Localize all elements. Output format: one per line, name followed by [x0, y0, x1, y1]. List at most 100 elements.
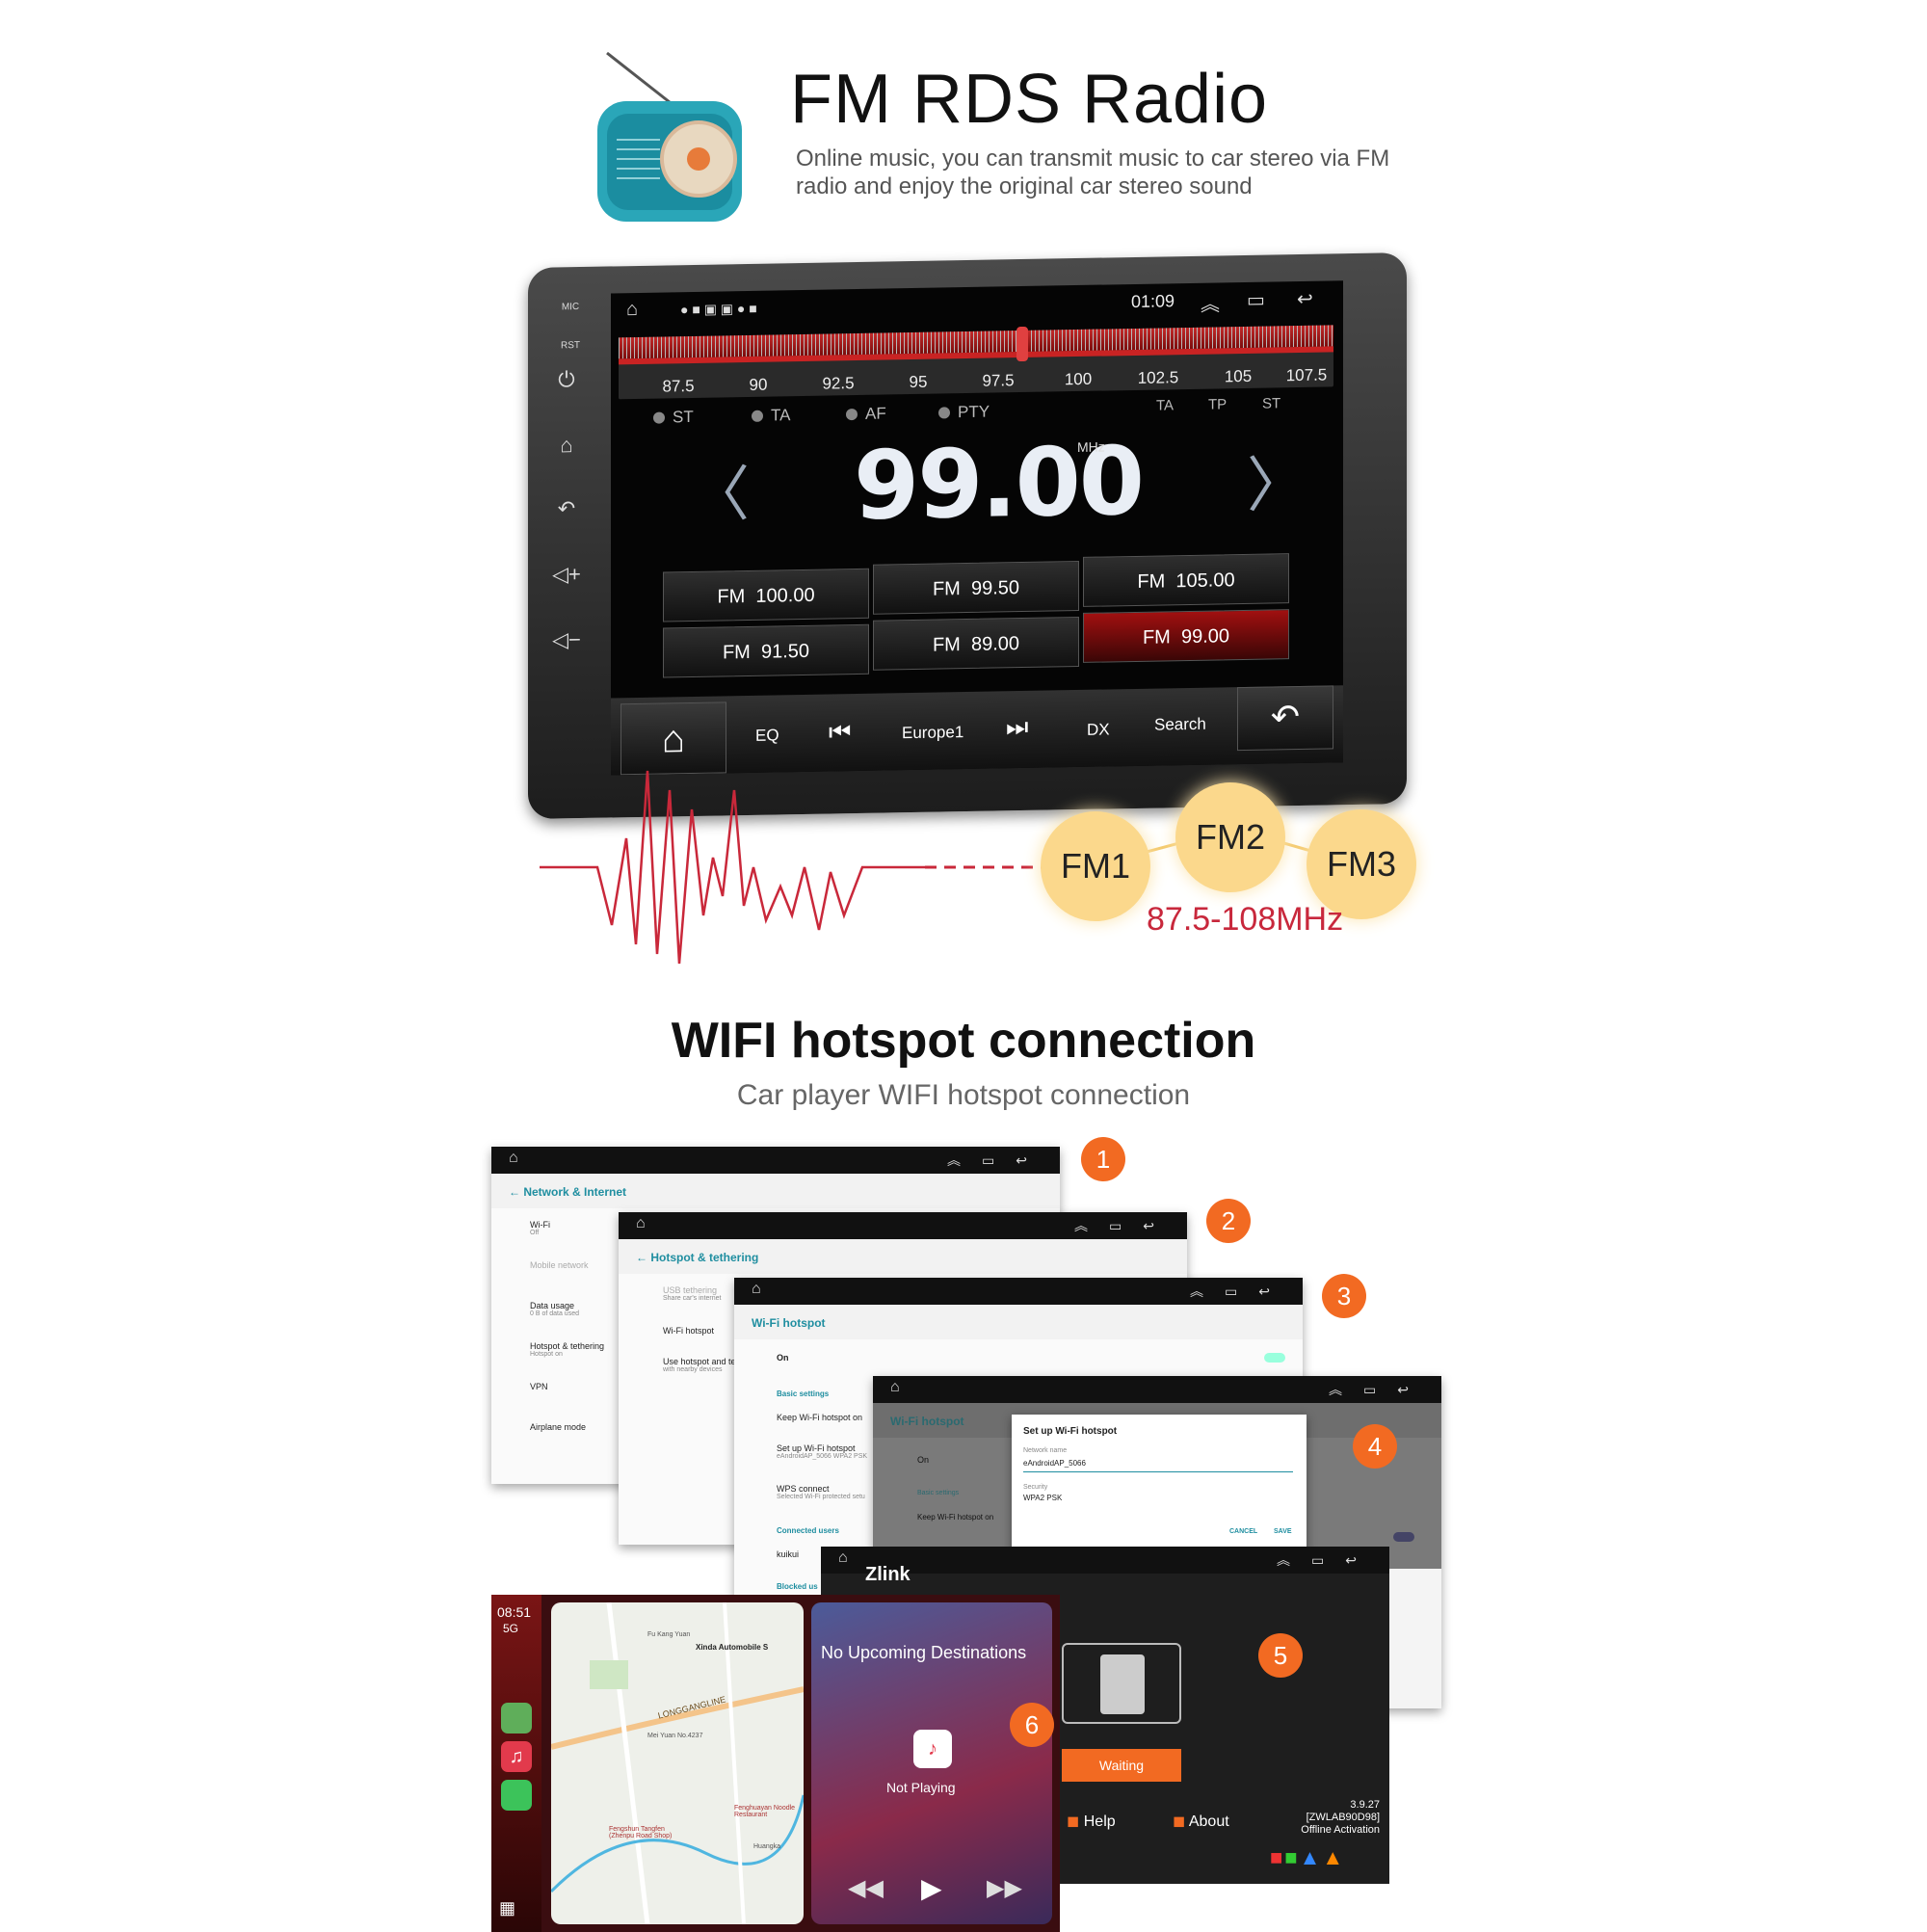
dx-button[interactable]: DX	[1087, 720, 1110, 739]
setup-hotspot-dialog: Set up Wi-Fi hotspot Network name eAndro…	[1012, 1415, 1307, 1555]
home-icon[interactable]: ⌂	[838, 1549, 848, 1566]
nav-icons[interactable]: ︽▭↩	[1074, 1218, 1175, 1233]
search-button[interactable]: Search	[1154, 714, 1206, 734]
preset-button-active[interactable]: FM 99.00	[1083, 609, 1289, 663]
prev-track-icon[interactable]: ⏮	[829, 717, 852, 747]
preset-button[interactable]: FM 100.00	[663, 568, 869, 622]
screen-header: ← Hotspot & tethering	[619, 1239, 1187, 1274]
step-badge: 2	[1206, 1199, 1251, 1243]
fast-forward-icon[interactable]: ▶▶	[987, 1875, 1022, 1901]
hotspot-toggle[interactable]	[1264, 1353, 1285, 1363]
setting-airplane[interactable]: Airplane mode	[530, 1422, 587, 1432]
podcast-icon: ♪	[913, 1730, 952, 1768]
blocked-users-label: Blocked us	[777, 1582, 818, 1591]
network-name-input[interactable]: eAndroidAP_5066	[1023, 1459, 1293, 1472]
indicator-ta: TA	[1156, 397, 1175, 414]
frequency-range: 87.5-108MHz	[1147, 901, 1344, 938]
preset-button[interactable]: FM 105.00	[1083, 553, 1289, 607]
messages-app-icon[interactable]	[501, 1780, 532, 1811]
map-view[interactable]: Xinda Automobile S LONGGANGLINE Fu Kang …	[551, 1602, 804, 1924]
scale-label: 105	[1224, 366, 1253, 386]
step-badge: 6	[1010, 1703, 1054, 1747]
map-label: Mei Yuan No.4237	[647, 1733, 703, 1739]
connected-user[interactable]: kuikui	[777, 1549, 800, 1559]
rewind-icon[interactable]: ◀◀	[848, 1875, 884, 1901]
return-icon[interactable]: ↩	[1297, 288, 1313, 311]
home-icon[interactable]: ⌂	[752, 1281, 761, 1297]
home-outline-icon[interactable]: ⌂	[626, 298, 639, 321]
screen-header: Wi-Fi hotspot	[734, 1305, 1303, 1339]
station-name: Europe1	[902, 723, 964, 743]
app-grid-icon[interactable]: ▦	[499, 1898, 516, 1918]
nav-icons[interactable]: ︽▭↩	[947, 1152, 1048, 1168]
security-label: Security	[1023, 1484, 1048, 1491]
maps-app-icon[interactable]	[501, 1703, 532, 1734]
nav-icons[interactable]: ︽▭↩	[1277, 1552, 1378, 1568]
tuner-scale[interactable]: 87.5 90 92.5 95 97.5 100 102.5 105 107.5	[619, 325, 1333, 400]
flag-st[interactable]: ST	[653, 408, 694, 428]
about-button[interactable]: ◼ About	[1173, 1813, 1229, 1830]
home-icon[interactable]: ⌂	[560, 433, 573, 458]
prev-station-icon[interactable]: 〈	[690, 461, 751, 530]
back-icon[interactable]: ↶	[557, 496, 576, 521]
screen-header: ← Network & Internet	[491, 1174, 1060, 1208]
security-select[interactable]: WPA2 PSK	[1023, 1494, 1063, 1502]
zlink-brand: Zlink	[865, 1564, 911, 1585]
home-icon[interactable]: ⌂	[890, 1379, 900, 1395]
back-button[interactable]: ↶	[1237, 685, 1333, 752]
home-icon[interactable]: ⌂	[636, 1215, 646, 1231]
about-icon: ◼	[1173, 1813, 1186, 1830]
preset-button[interactable]: FM 89.00	[873, 616, 1079, 671]
flag-pty[interactable]: PTY	[938, 403, 990, 423]
now-playing-panel: No Upcoming Destinations ♪ Not Playing ◀…	[811, 1602, 1052, 1924]
home-icon[interactable]: ⌂	[509, 1150, 518, 1166]
head-unit: MIC RST ⏻ ⌂ ↶ ◁+ ◁− ⌂ ● ■ ▣ ▣ ● ■ 01:09 …	[528, 252, 1407, 819]
nav-icons[interactable]: ︽▭↩	[1190, 1284, 1291, 1299]
carplay-dock: 08:51 5G ♫ ▦	[491, 1595, 541, 1932]
nav-icons[interactable]: ︽▭↩	[1329, 1382, 1430, 1397]
phone-frame	[1062, 1643, 1181, 1724]
nav-bar: ⌂ ︽▭↩	[873, 1376, 1441, 1403]
play-icon[interactable]: ▶	[921, 1873, 942, 1903]
waiting-button[interactable]: Waiting	[1062, 1749, 1181, 1782]
preset-button[interactable]: FM 91.50	[663, 623, 869, 678]
next-track-icon[interactable]: ⏭	[1006, 711, 1029, 742]
help-button[interactable]: ◼ Help	[1067, 1813, 1116, 1830]
music-app-icon[interactable]: ♫	[501, 1741, 532, 1772]
expand-up-icon[interactable]: ︽	[1201, 294, 1220, 316]
nav-bar: ⌂ ︽▭↩	[821, 1547, 1389, 1574]
setting-keep-hotspot[interactable]: Keep Wi-Fi hotspot on	[777, 1413, 863, 1422]
eq-button[interactable]: EQ	[755, 726, 779, 745]
setting-keep-hotspot[interactable]: Keep Wi-Fi hotspot on	[917, 1513, 994, 1522]
carplay-time: 08:51	[497, 1604, 532, 1620]
recent-apps-icon[interactable]: ▭	[1247, 289, 1265, 311]
indicator-tp: TP	[1208, 396, 1227, 413]
tuner-needle[interactable]	[1016, 326, 1028, 362]
hotspot-toggle[interactable]	[1393, 1532, 1414, 1542]
map-label: Fengshun Tangfen (Zhenpu Road Shop)	[609, 1826, 673, 1839]
flag-af[interactable]: AF	[846, 404, 886, 424]
save-button[interactable]: SAVE	[1274, 1528, 1292, 1535]
volume-down-icon[interactable]: ◁−	[552, 627, 581, 652]
setting-mobile-network[interactable]: Mobile network	[530, 1260, 589, 1270]
cancel-button[interactable]: CANCEL	[1229, 1528, 1258, 1535]
map-label: Xinda Automobile S	[696, 1643, 769, 1652]
flag-ta[interactable]: TA	[752, 406, 790, 426]
fm2-badge: FM2	[1175, 782, 1285, 892]
scale-label: 100	[1064, 369, 1093, 389]
scale-label: 87.5	[662, 376, 695, 396]
dialog-title: Set up Wi-Fi hotspot	[1023, 1426, 1118, 1437]
setting-vpn[interactable]: VPN	[530, 1382, 548, 1391]
power-icon[interactable]: ⏻	[558, 367, 575, 392]
preset-button[interactable]: FM 99.50	[873, 560, 1079, 615]
volume-up-icon[interactable]: ◁+	[552, 562, 581, 587]
setting-wifi-hotspot[interactable]: Wi-Fi hotspot	[663, 1326, 715, 1336]
next-station-icon[interactable]: 〉	[1247, 451, 1307, 519]
